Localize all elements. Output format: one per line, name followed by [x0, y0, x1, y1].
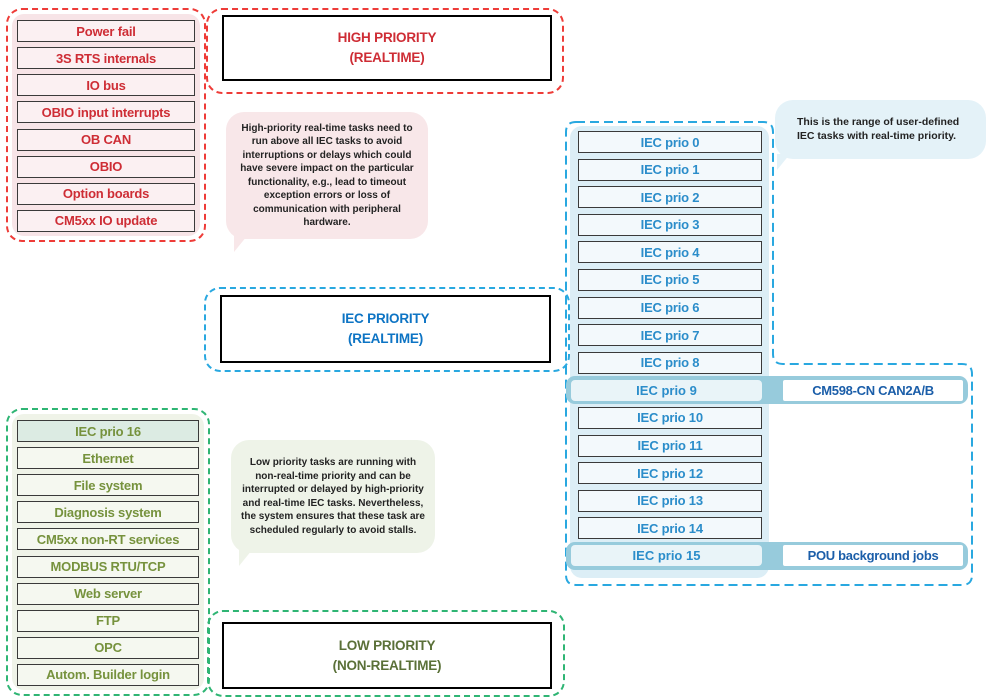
iec-prio-10-row: IEC prio 10	[560, 406, 989, 429]
iec-prio-8-row: IEC prio 8	[560, 351, 989, 374]
task-iec-prio-13: IEC prio 13	[578, 489, 762, 512]
task-modbus-rtu-tcp: MODBUS RTU/TCP	[17, 555, 199, 578]
iec-prio-15-row: IEC prio 15 POU background jobs	[560, 541, 989, 570]
high-priority-title-line1: HIGH PRIORITY	[337, 30, 437, 45]
task-ftp: FTP	[17, 609, 199, 632]
task-power-fail: Power fail	[17, 20, 195, 42]
low-priority-task-group: IEC prio 16 Ethernet File system Diagnos…	[6, 408, 210, 696]
low-priority-note: Low priority tasks are running with non-…	[231, 440, 435, 566]
iec-prio-7-row: IEC prio 7	[560, 324, 989, 347]
iec-prio-4-row: IEC prio 4	[560, 241, 989, 264]
low-priority-title-box: LOW PRIORITY (NON-REALTIME)	[222, 622, 552, 689]
iec-prio-5-row: IEC prio 5	[560, 268, 989, 291]
iec-priority-title-line1: IEC PRIORITY	[341, 311, 430, 326]
task-iec-prio-0: IEC prio 0	[578, 131, 762, 153]
task-iec-prio-15: IEC prio 15	[571, 545, 762, 567]
iec-prio-9-row: IEC prio 9 CM598-CN CAN2A/B	[560, 376, 989, 405]
low-priority-title-line1: LOW PRIORITY	[338, 637, 436, 653]
iec-prio-9-highlight-band: IEC prio 9 CM598-CN CAN2A/B	[566, 376, 968, 405]
task-3s-rts-internals: 3S RTS internals	[17, 47, 195, 70]
task-diagnosis-system: Diagnosis system	[17, 501, 199, 524]
low-priority-title-line2: (NON-REALTIME)	[332, 657, 442, 673]
high-priority-task-group: Power fail 3S RTS internals IO bus OBIO …	[6, 8, 206, 242]
task-iec-prio-14: IEC prio 14	[578, 517, 762, 540]
task-iec-prio-6: IEC prio 6	[578, 296, 762, 319]
task-iec-prio-2: IEC prio 2	[578, 186, 762, 209]
iec-priority-title-region: IEC PRIORITY (REALTIME)	[204, 287, 570, 372]
iec-prio-2-row: IEC prio 2	[560, 186, 989, 209]
iec-prio-13-row: IEC prio 13	[560, 489, 989, 512]
iec-priority-group-outline	[565, 121, 973, 586]
low-priority-task-list: IEC prio 16 Ethernet File system Diagnos…	[17, 420, 199, 686]
iec-priority-note: This is the range of user-defined IEC ta…	[775, 100, 986, 170]
iec-prio-6-row: IEC prio 6	[560, 296, 989, 319]
task-iec-prio-8: IEC prio 8	[578, 351, 762, 374]
iec-prio-15-highlight-band: IEC prio 15 POU background jobs	[566, 541, 968, 570]
task-iec-prio-1: IEC prio 1	[578, 158, 762, 181]
task-autom-builder-login: Autom. Builder login	[17, 663, 199, 686]
iec-prio-14-row: IEC prio 14	[560, 517, 989, 540]
iec-prio-15-annotation: POU background jobs	[783, 545, 963, 567]
task-ob-can: OB CAN	[17, 128, 195, 151]
task-io-bus: IO bus	[17, 74, 195, 97]
iec-prio-1-row: IEC prio 1	[560, 158, 989, 181]
low-priority-title-region: LOW PRIORITY (NON-REALTIME)	[207, 610, 565, 697]
task-cm5xx-non-rt-services: CM5xx non-RT services	[17, 528, 199, 551]
iec-prio-0-row: IEC prio 0	[560, 131, 989, 153]
task-iec-prio-10: IEC prio 10	[578, 406, 762, 429]
task-iec-prio-12: IEC prio 12	[578, 462, 762, 485]
iec-priority-title-line2: (REALTIME)	[348, 331, 423, 346]
high-priority-note: High-priority real-time tasks need to ru…	[226, 112, 428, 252]
iec-prio-9-annotation: CM598-CN CAN2A/B	[783, 379, 963, 401]
high-priority-title-region: HIGH PRIORITY (REALTIME)	[206, 8, 564, 94]
task-iec-prio-5: IEC prio 5	[578, 268, 762, 291]
task-option-boards: Option boards	[17, 182, 195, 205]
task-iec-prio-16: IEC prio 16	[17, 420, 199, 442]
high-priority-title-box: HIGH PRIORITY (REALTIME)	[222, 15, 552, 81]
high-priority-task-list: Power fail 3S RTS internals IO bus OBIO …	[17, 20, 195, 232]
task-obio-input-interrupts: OBIO input interrupts	[17, 101, 195, 124]
task-file-system: File system	[17, 474, 199, 497]
task-opc: OPC	[17, 636, 199, 659]
task-cm5xx-io-update: CM5xx IO update	[17, 209, 195, 232]
high-priority-title-line2: (REALTIME)	[349, 50, 425, 65]
iec-priority-title-box: IEC PRIORITY (REALTIME)	[220, 295, 551, 363]
task-iec-prio-7: IEC prio 7	[578, 324, 762, 347]
task-iec-prio-4: IEC prio 4	[578, 241, 762, 264]
task-web-server: Web server	[17, 582, 199, 605]
task-ethernet: Ethernet	[17, 447, 199, 470]
iec-prio-3-row: IEC prio 3	[560, 213, 989, 236]
task-obio: OBIO	[17, 155, 195, 178]
iec-prio-11-row: IEC prio 11	[560, 434, 989, 457]
iec-prio-list: IEC prio 0 IEC prio 1 IEC prio 2 IEC pri…	[560, 131, 989, 570]
task-iec-prio-9: IEC prio 9	[571, 379, 762, 401]
iec-prio-12-row: IEC prio 12	[560, 462, 989, 485]
task-iec-prio-3: IEC prio 3	[578, 213, 762, 236]
task-iec-prio-11: IEC prio 11	[578, 434, 762, 457]
